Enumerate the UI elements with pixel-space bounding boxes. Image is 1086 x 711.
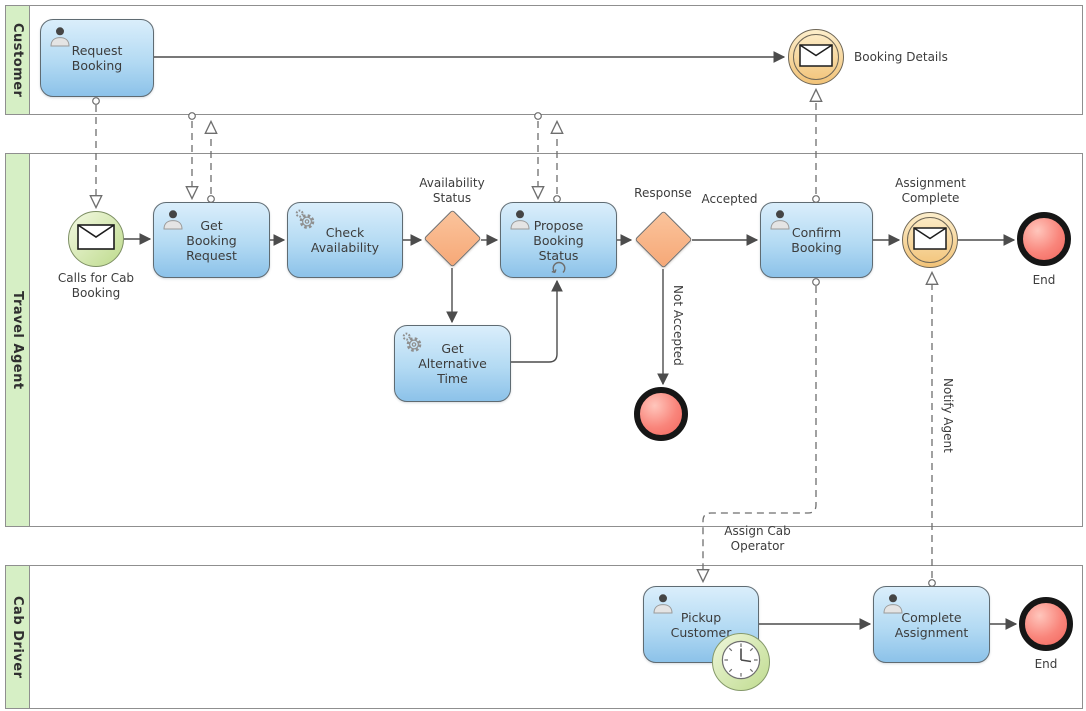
event-inner-ring bbox=[907, 217, 953, 263]
task-label: Get Alternative Time bbox=[418, 341, 487, 386]
pool-cab-driver-band[interactable]: Cab Driver bbox=[6, 566, 30, 708]
pool-customer[interactable]: Customer bbox=[5, 5, 1083, 115]
label-end-travel-agent: End bbox=[1032, 273, 1056, 287]
task-complete-assignment[interactable]: Complete Assignment bbox=[873, 586, 990, 663]
label-assign-cab-operator: Assign Cab Operator bbox=[724, 524, 791, 553]
task-label: Pickup Customer bbox=[670, 609, 732, 640]
label-availability-status: Availability Status bbox=[419, 176, 485, 205]
label-end-cab-driver: End bbox=[1034, 657, 1058, 671]
envelope-icon bbox=[913, 226, 947, 254]
pool-travel-agent-band[interactable]: Travel Agent bbox=[6, 154, 30, 526]
label-response: Response bbox=[634, 186, 692, 200]
task-label: Request Booking bbox=[71, 43, 123, 73]
user-icon bbox=[880, 592, 904, 616]
user-icon bbox=[507, 208, 531, 232]
task-label: Get Booking Request bbox=[186, 217, 237, 263]
event-calls-for-cab-booking[interactable] bbox=[68, 211, 124, 267]
label-notify-agent: Notify Agent bbox=[941, 378, 955, 453]
task-get-alternative-time[interactable]: Get Alternative Time bbox=[394, 325, 511, 402]
user-icon bbox=[160, 208, 184, 232]
event-booking-details[interactable] bbox=[788, 29, 844, 85]
gear-icon bbox=[294, 208, 318, 232]
event-pickup-timer[interactable] bbox=[712, 633, 770, 691]
event-inner-ring bbox=[793, 34, 839, 80]
task-propose-booking-status[interactable]: Propose Booking Status bbox=[500, 202, 617, 278]
user-icon bbox=[767, 208, 791, 232]
loop-marker-icon bbox=[550, 259, 568, 275]
pool-customer-label: Customer bbox=[10, 22, 25, 98]
user-icon bbox=[47, 25, 71, 49]
task-label: Confirm Booking bbox=[791, 225, 842, 255]
event-end-cab-driver[interactable] bbox=[1019, 597, 1073, 651]
event-end-not-accepted[interactable] bbox=[634, 387, 688, 441]
task-check-availability[interactable]: Check Availability bbox=[287, 202, 403, 278]
task-get-booking-request[interactable]: Get Booking Request bbox=[153, 202, 270, 278]
label-assignment-complete: Assignment Complete bbox=[895, 176, 966, 205]
user-icon bbox=[650, 592, 674, 616]
label-calls-for-cab-booking: Calls for Cab Booking bbox=[57, 271, 135, 300]
label-not-accepted: Not Accepted bbox=[671, 285, 685, 366]
envelope-icon bbox=[799, 43, 833, 71]
task-confirm-booking[interactable]: Confirm Booking bbox=[760, 202, 873, 278]
pool-customer-band[interactable]: Customer bbox=[6, 6, 30, 114]
envelope-icon bbox=[77, 224, 115, 254]
gear-icon bbox=[401, 331, 425, 355]
event-end-travel-agent[interactable] bbox=[1017, 212, 1071, 266]
task-label: Propose Booking Status bbox=[533, 217, 584, 263]
pool-cab-driver-label: Cab Driver bbox=[10, 595, 25, 679]
task-label: Check Availability bbox=[310, 225, 380, 255]
task-request-booking[interactable]: Request Booking bbox=[40, 19, 154, 97]
pool-travel-agent-label: Travel Agent bbox=[10, 290, 25, 390]
clock-icon bbox=[721, 640, 761, 684]
label-accepted: Accepted bbox=[701, 192, 758, 206]
task-label: Complete Assignment bbox=[894, 609, 969, 640]
event-assignment-complete[interactable] bbox=[902, 212, 958, 268]
label-booking-details: Booking Details bbox=[854, 50, 948, 64]
